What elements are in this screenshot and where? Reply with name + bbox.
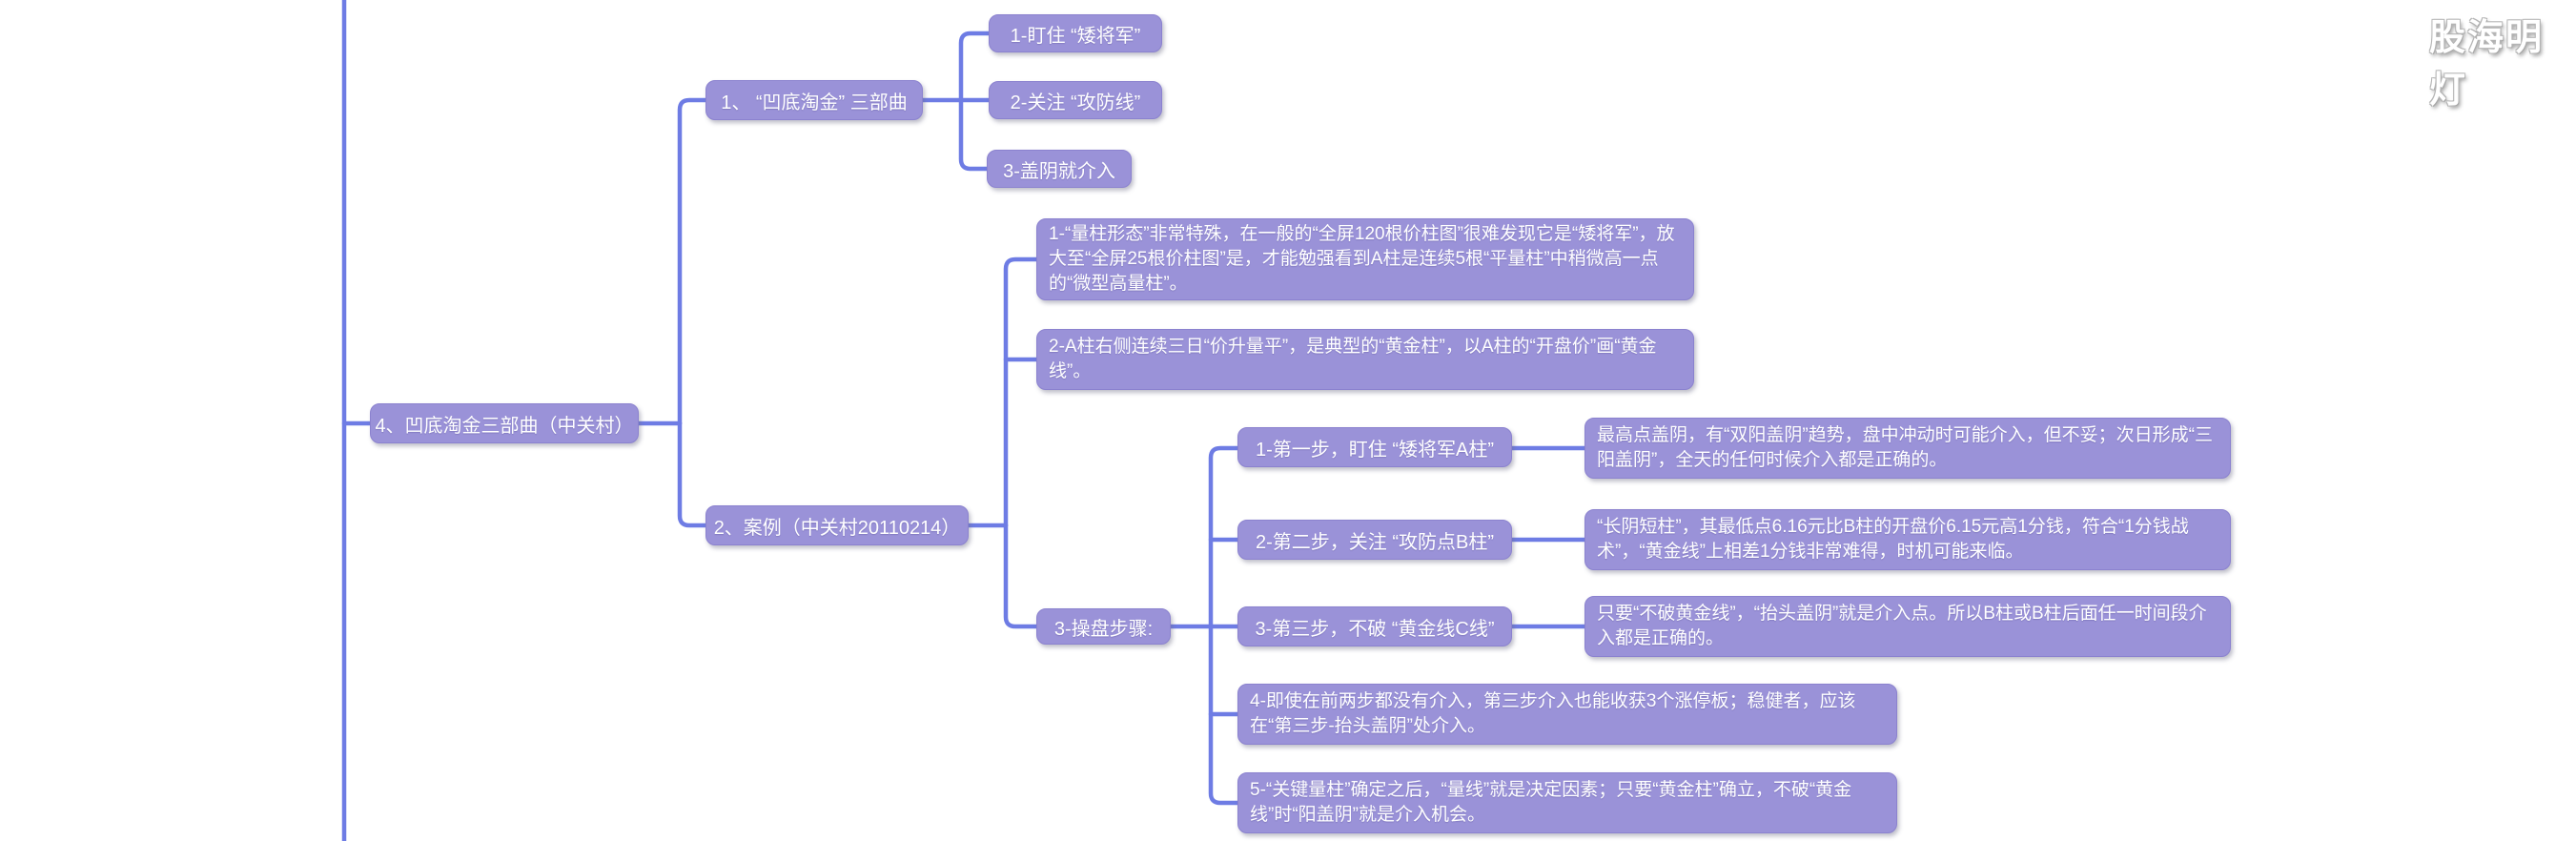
node-step-5[interactable]: 5-“关键量柱”确定之后，“量线”就是决定因素；只要“黄金柱”确立，不破“黄金线… xyxy=(1237,772,1897,833)
node-trilogy[interactable]: 1、 “凹底淘金” 三部曲 xyxy=(705,80,923,120)
node-step-1[interactable]: 1-第一步，盯住 “矮将军A柱” xyxy=(1237,427,1512,467)
steps-to-step5 xyxy=(1208,624,1240,806)
root-to-case xyxy=(677,420,708,528)
watermark: 股海明灯 xyxy=(2429,18,2545,111)
node-trilogy-item-2[interactable]: 2-关注 “攻防线” xyxy=(989,81,1162,119)
node-trilogy-item-1[interactable]: 1-盯住 “矮将军” xyxy=(989,14,1162,52)
root-to-trilogy xyxy=(677,97,708,426)
node-case-point-2[interactable]: 2-A柱右侧连续三日“价升量平”，是典型的“黄金柱”，以A柱的“开盘价”画“黄金… xyxy=(1036,329,1694,390)
node-trilogy-item-3[interactable]: 3-盖阴就介入 xyxy=(987,150,1132,188)
node-step-3[interactable]: 3-第三步，不破 “黄金线C线” xyxy=(1237,606,1512,646)
node-step-2-note[interactable]: “长阴短柱”，其最低点6.16元比B柱的开盘价6.15元高1分钱，符合“1分钱战… xyxy=(1584,509,2231,570)
node-step-1-note[interactable]: 最高点盖阴，有“双阳盖阴”趋势，盘中冲动时可能介入，但不妥；次日形成“三阳盖阴”… xyxy=(1584,418,2231,479)
node-step-4[interactable]: 4-即使在前两步都没有介入，第三步介入也能收获3个涨停板；稳健者，应该在“第三步… xyxy=(1237,684,1897,745)
steps-to-step1 xyxy=(1208,445,1240,629)
node-step-2[interactable]: 2-第二步，关注 “攻防点B柱” xyxy=(1237,520,1512,560)
case-to-steps xyxy=(1003,523,1039,629)
trilogy-to-item3 xyxy=(958,97,990,172)
node-steps[interactable]: 3-操盘步骤: xyxy=(1036,608,1171,645)
node-case-point-1[interactable]: 1-“量柱形态”非常特殊，在一般的“全屏120根价柱图”很难发现它是“矮将军”，… xyxy=(1036,218,1694,300)
trilogy-to-item1 xyxy=(958,31,992,103)
node-step-3-note[interactable]: 只要“不破黄金线”，“抬头盖阴”就是介入点。所以B柱或B柱后面任一时间段介入都是… xyxy=(1584,596,2231,657)
node-case[interactable]: 2、案例（中关村20110214） xyxy=(705,505,969,545)
case-to-point1 xyxy=(1003,256,1039,528)
node-root[interactable]: 4、凹底淘金三部曲（中关村） xyxy=(370,403,639,443)
